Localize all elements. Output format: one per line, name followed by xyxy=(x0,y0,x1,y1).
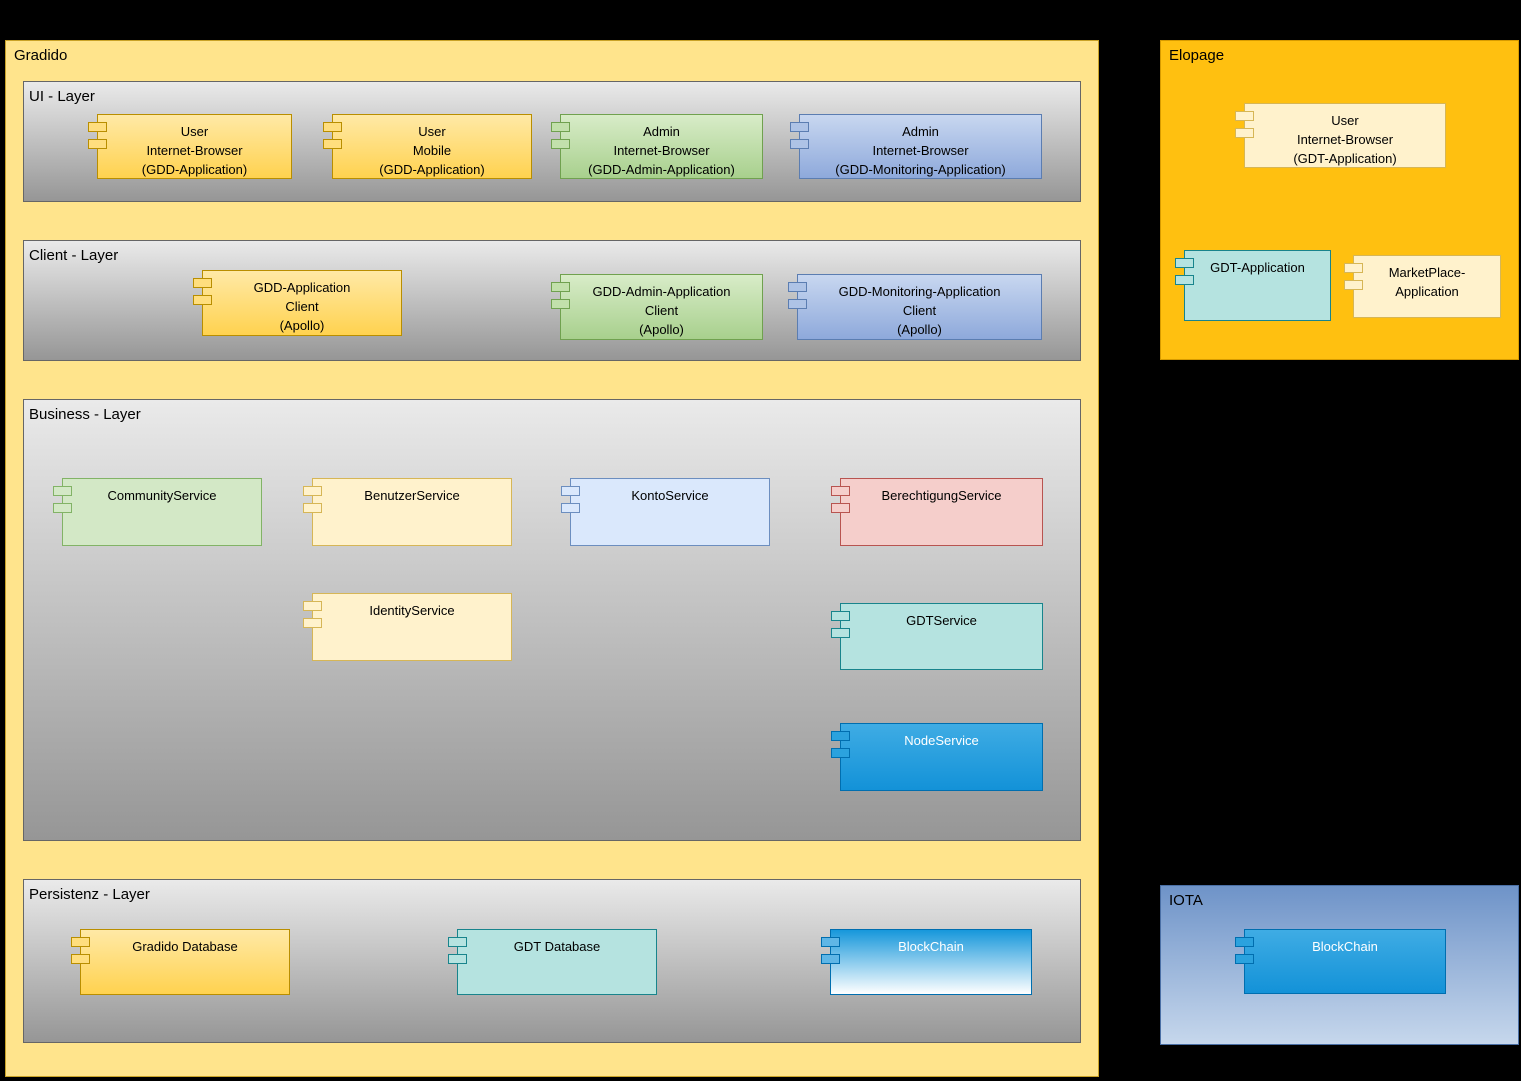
component-gdt-database: GDT Database xyxy=(448,929,657,995)
component-berechtigungservice: BerechtigungService xyxy=(831,478,1043,546)
component-label: Admin Internet-Browser (GDD-Admin-Applic… xyxy=(588,124,735,177)
component-label: MarketPlace- Application xyxy=(1388,265,1466,299)
component-label: GDD-Monitoring-Application Client (Apoll… xyxy=(838,284,1001,337)
component-tab-icon xyxy=(88,139,107,149)
component-label: GDT-Application xyxy=(1210,260,1305,275)
client-layer: Client - Layer GDD-Application Client (A… xyxy=(23,240,1081,361)
component-tab-icon xyxy=(1344,280,1363,290)
component-benutzerservice: BenutzerService xyxy=(303,478,512,546)
component-tab-icon xyxy=(831,611,850,621)
component-tab-icon xyxy=(788,282,807,292)
component-user-internet-browser-gdt: User Internet-Browser (GDT-Application) xyxy=(1235,103,1446,168)
component-tab-icon xyxy=(71,937,90,947)
component-tab-icon xyxy=(448,937,467,947)
component-tab-icon xyxy=(821,937,840,947)
component-tab-icon xyxy=(53,486,72,496)
component-label: Admin Internet-Browser (GDD-Monitoring-A… xyxy=(835,124,1006,177)
persistenz-layer: Persistenz - Layer Gradido Database GDT … xyxy=(23,879,1081,1043)
ui-layer-label: UI - Layer xyxy=(29,88,95,105)
iota-container: IOTA BlockChain xyxy=(1160,885,1519,1045)
component-nodeservice: NodeService xyxy=(831,723,1043,791)
component-label: GDD-Admin-Application Client (Apollo) xyxy=(592,284,731,337)
component-label: User Internet-Browser (GDD-Application) xyxy=(141,124,248,177)
component-tab-icon xyxy=(303,503,322,513)
component-tab-icon xyxy=(1175,258,1194,268)
component-tab-icon xyxy=(1235,954,1254,964)
iota-label: IOTA xyxy=(1169,892,1203,909)
component-tab-icon xyxy=(561,503,580,513)
client-layer-label: Client - Layer xyxy=(29,247,119,264)
component-user-internet-browser-gdd: User Internet-Browser (GDD-Application) xyxy=(88,114,292,179)
component-tab-icon xyxy=(193,278,212,288)
component-tab-icon xyxy=(551,139,570,149)
component-label: BenutzerService xyxy=(364,488,460,503)
component-tab-icon xyxy=(551,282,570,292)
component-label: IdentityService xyxy=(369,603,455,618)
component-label: GDT Database xyxy=(513,939,601,954)
component-tab-icon xyxy=(448,954,467,964)
business-layer: Business - Layer CommunityService Benutz… xyxy=(23,399,1081,841)
component-tab-icon xyxy=(53,503,72,513)
component-tab-icon xyxy=(1344,263,1363,273)
component-label: KontoService xyxy=(631,488,709,503)
component-tab-icon xyxy=(788,299,807,309)
component-tab-icon xyxy=(303,601,322,611)
component-admin-internet-browser-gdd-monitoring: Admin Internet-Browser (GDD-Monitoring-A… xyxy=(790,114,1042,179)
component-tab-icon xyxy=(71,954,90,964)
component-tab-icon xyxy=(831,628,850,638)
business-layer-label: Business - Layer xyxy=(29,406,141,423)
component-gdd-admin-application-client: GDD-Admin-Application Client (Apollo) xyxy=(551,274,763,340)
component-communityservice: CommunityService xyxy=(53,478,262,546)
component-tab-icon xyxy=(323,139,342,149)
component-tab-icon xyxy=(303,618,322,628)
component-label: BerechtigungService xyxy=(881,488,1002,503)
component-kontoservice: KontoService xyxy=(561,478,770,546)
component-tab-icon xyxy=(1175,275,1194,285)
component-tab-icon xyxy=(88,122,107,132)
component-tab-icon xyxy=(1235,128,1254,138)
component-gdt-application: GDT-Application xyxy=(1175,250,1331,321)
component-label: GDD-Application Client (Apollo) xyxy=(253,280,351,333)
component-tab-icon xyxy=(831,503,850,513)
component-tab-icon xyxy=(1235,111,1254,121)
component-tab-icon xyxy=(831,486,850,496)
persistenz-layer-label: Persistenz - Layer xyxy=(29,886,150,903)
component-tab-icon xyxy=(323,122,342,132)
component-gdd-application-client: GDD-Application Client (Apollo) xyxy=(193,270,402,336)
component-admin-internet-browser-gdd-admin: Admin Internet-Browser (GDD-Admin-Applic… xyxy=(551,114,763,179)
component-tab-icon xyxy=(551,122,570,132)
gradido-container: Gradido UI - Layer User Internet-Browser… xyxy=(5,40,1099,1077)
component-tab-icon xyxy=(790,122,809,132)
component-tab-icon xyxy=(1235,937,1254,947)
component-user-mobile-gdd: User Mobile (GDD-Application) xyxy=(323,114,532,179)
component-label: BlockChain xyxy=(1312,939,1378,954)
component-label: GDTService xyxy=(906,613,977,628)
component-tab-icon xyxy=(831,748,850,758)
component-label: User Internet-Browser (GDT-Application) xyxy=(1293,113,1397,166)
component-gdd-monitoring-application-client: GDD-Monitoring-Application Client (Apoll… xyxy=(788,274,1042,340)
component-blockchain-gradido: BlockChain xyxy=(821,929,1032,995)
component-gdtservice: GDTService xyxy=(831,603,1043,670)
ui-layer: UI - Layer User Internet-Browser (GDD-Ap… xyxy=(23,81,1081,202)
component-label: BlockChain xyxy=(898,939,964,954)
elopage-label: Elopage xyxy=(1169,47,1225,64)
component-tab-icon xyxy=(303,486,322,496)
gradido-label: Gradido xyxy=(14,47,68,64)
component-tab-icon xyxy=(551,299,570,309)
component-tab-icon xyxy=(193,295,212,305)
component-blockchain-iota: BlockChain xyxy=(1235,929,1446,994)
elopage-container: Elopage User Internet-Browser (GDT-Appli… xyxy=(1160,40,1519,360)
component-label: User Mobile (GDD-Application) xyxy=(379,124,485,177)
component-tab-icon xyxy=(790,139,809,149)
component-tab-icon xyxy=(561,486,580,496)
component-identityservice: IdentityService xyxy=(303,593,512,661)
component-gradido-database: Gradido Database xyxy=(71,929,290,995)
component-label: NodeService xyxy=(904,733,979,748)
component-marketplace-application: MarketPlace- Application xyxy=(1344,255,1501,318)
component-label: Gradido Database xyxy=(132,939,238,954)
component-tab-icon xyxy=(831,731,850,741)
component-label: CommunityService xyxy=(107,488,217,503)
component-tab-icon xyxy=(821,954,840,964)
